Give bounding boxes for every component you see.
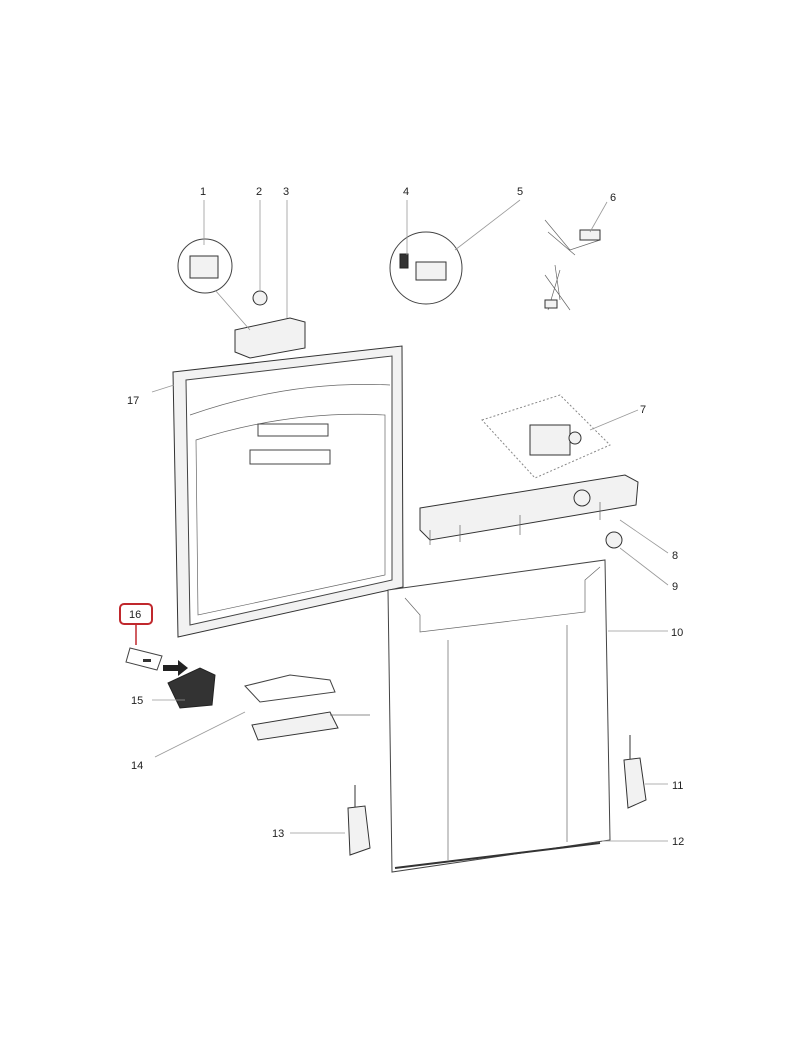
label-4[interactable]: 4 bbox=[403, 186, 409, 198]
control-panel[interactable] bbox=[419, 474, 639, 545]
label-13[interactable]: 13 bbox=[272, 828, 284, 840]
door-rod[interactable] bbox=[394, 842, 601, 869]
label-8[interactable]: 8 bbox=[672, 550, 678, 562]
label-plate[interactable] bbox=[125, 647, 163, 671]
leader-lines bbox=[135, 199, 669, 842]
arrow-icon bbox=[163, 660, 188, 676]
label-7[interactable]: 7 bbox=[640, 404, 646, 416]
label-5[interactable]: 5 bbox=[517, 186, 523, 198]
inner-door-panel[interactable] bbox=[172, 345, 404, 638]
label-9[interactable]: 9 bbox=[672, 581, 678, 593]
label-17[interactable]: 17 bbox=[127, 395, 139, 407]
door-lock-detail[interactable] bbox=[389, 231, 463, 305]
control-board[interactable] bbox=[481, 394, 611, 479]
wiring-harness[interactable] bbox=[544, 219, 601, 311]
label-15[interactable]: 15 bbox=[131, 695, 143, 707]
selector-knob[interactable] bbox=[605, 531, 623, 549]
label-12[interactable]: 12 bbox=[672, 836, 684, 848]
label-11[interactable]: 11 bbox=[672, 780, 683, 792]
label-3[interactable]: 3 bbox=[283, 186, 289, 198]
door-switch-box[interactable] bbox=[163, 660, 216, 709]
label-14[interactable]: 14 bbox=[131, 760, 143, 772]
label-1[interactable]: 1 bbox=[200, 186, 206, 198]
right-crop-mask bbox=[684, 0, 800, 1040]
right-hinge[interactable] bbox=[623, 735, 647, 809]
label-10[interactable]: 10 bbox=[671, 627, 683, 639]
highlight-box bbox=[119, 603, 153, 625]
label-16[interactable]: 16 bbox=[129, 609, 141, 621]
electronic-module[interactable] bbox=[244, 674, 370, 741]
label-6[interactable]: 6 bbox=[610, 192, 616, 204]
label-2[interactable]: 2 bbox=[256, 186, 262, 198]
detergent-dispenser[interactable] bbox=[177, 238, 306, 359]
outer-door-panel[interactable] bbox=[387, 559, 611, 873]
left-hinge[interactable] bbox=[347, 785, 371, 856]
